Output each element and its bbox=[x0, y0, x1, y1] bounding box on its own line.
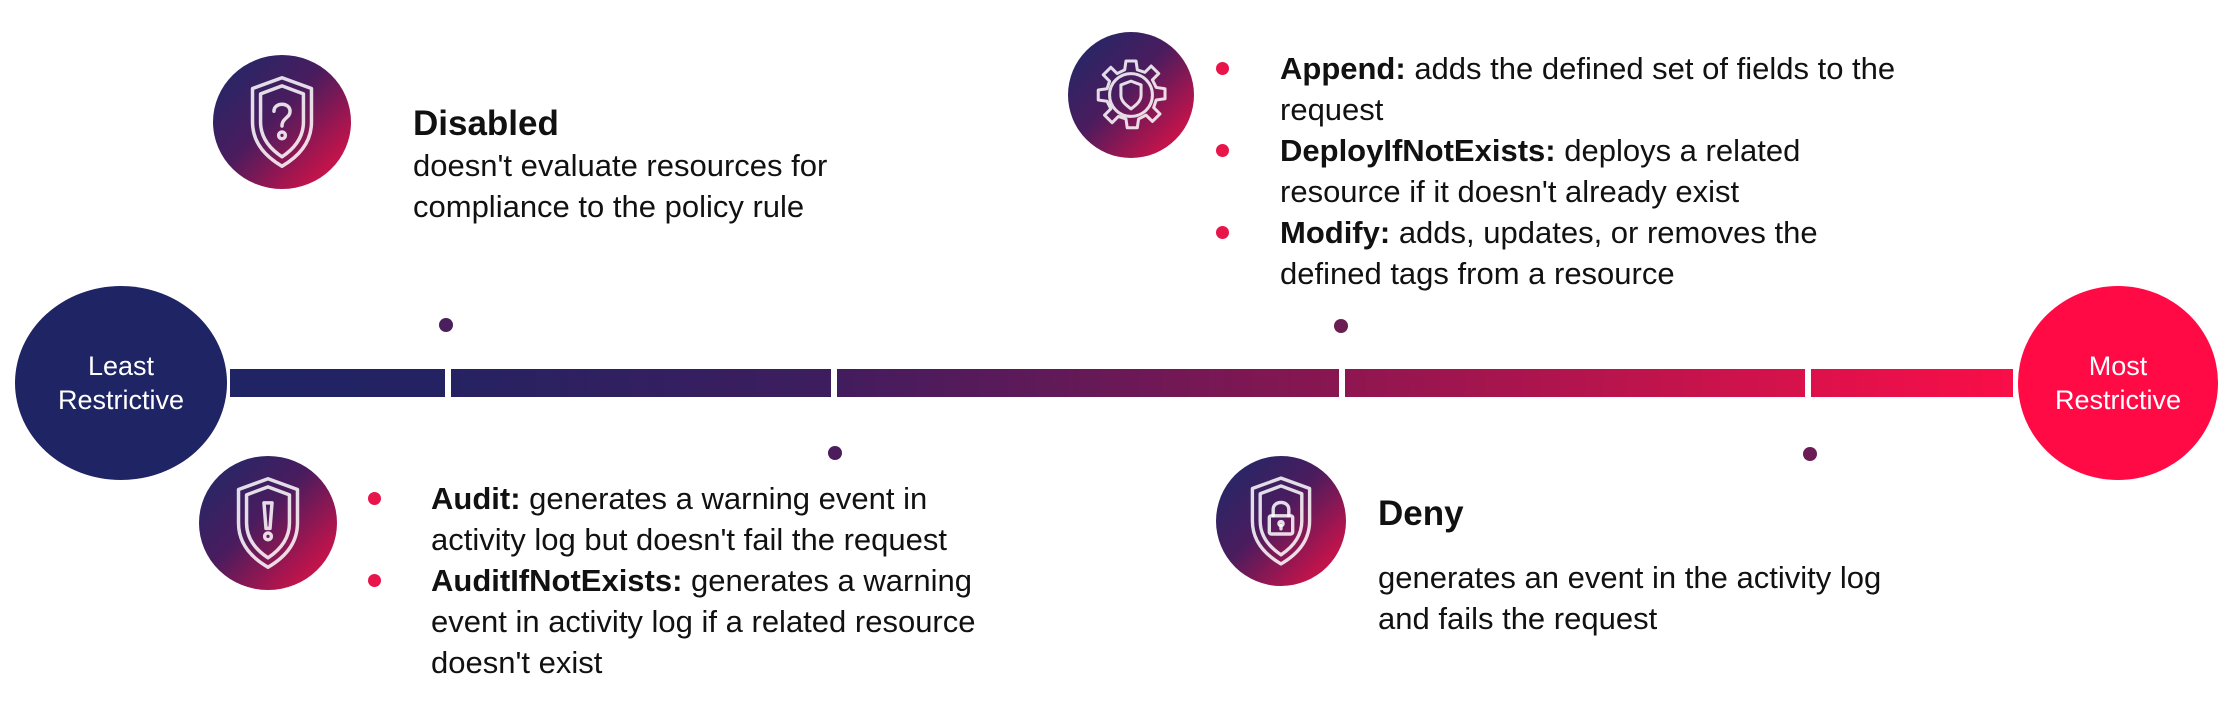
scale-bar-segment bbox=[1345, 369, 1805, 397]
shield-exclamation-icon bbox=[199, 456, 337, 590]
effect-name: Audit: bbox=[431, 481, 521, 516]
effect-name: AuditIfNotExists: bbox=[431, 563, 683, 598]
disabled-marker-dot bbox=[439, 318, 453, 332]
scale-bar-segment bbox=[837, 369, 1339, 397]
disabled-description: doesn't evaluate resources for complianc… bbox=[413, 148, 828, 224]
append-marker-dot bbox=[1334, 319, 1348, 333]
effect-name: Modify: bbox=[1280, 215, 1391, 250]
most-restrictive-label: Most Restrictive bbox=[2054, 351, 2182, 415]
bullet-dot bbox=[1216, 226, 1229, 239]
deny-title: Deny bbox=[1378, 494, 1464, 533]
effect-description: deploys a related resource if it doesn't… bbox=[1280, 133, 1801, 209]
scale-bar-segment bbox=[230, 369, 445, 397]
shield-lock-icon bbox=[1216, 456, 1346, 586]
bullet-dot bbox=[368, 574, 381, 587]
append-effects-list: Append: adds the defined set of fields t… bbox=[1216, 48, 1916, 294]
shield-question-icon bbox=[213, 55, 351, 189]
scale-bar-segment bbox=[451, 369, 831, 397]
list-item: Audit: generates a warning event in acti… bbox=[368, 478, 1008, 560]
bullet-dot bbox=[1216, 144, 1229, 157]
effect-description: adds, updates, or removes the defined ta… bbox=[1280, 215, 1818, 291]
bullet-dot bbox=[368, 492, 381, 505]
scale-bar-segment bbox=[1811, 369, 2013, 397]
list-item: DeployIfNotExists: deploys a related res… bbox=[1216, 130, 1916, 212]
gear-shield-icon bbox=[1068, 32, 1194, 158]
effect-description: generates a warning event in activity lo… bbox=[431, 563, 976, 680]
audit-marker-dot bbox=[828, 446, 842, 460]
effect-description: adds the defined set of fields to the re… bbox=[1280, 51, 1896, 127]
deny-description: generates an event in the activity log a… bbox=[1378, 560, 1882, 636]
effect-name: Append: bbox=[1280, 51, 1406, 86]
most-restrictive-node: Most Restrictive bbox=[2018, 286, 2218, 480]
disabled-title: Disabled bbox=[413, 104, 559, 143]
effect-name: DeployIfNotExists: bbox=[1280, 133, 1556, 168]
least-restrictive-node: Least Restrictive bbox=[15, 286, 227, 480]
audit-effects-list: Audit: generates a warning event in acti… bbox=[368, 478, 1008, 683]
bullet-dot bbox=[1216, 62, 1229, 75]
effect-description: generates a warning event in activity lo… bbox=[431, 481, 947, 557]
list-item: Append: adds the defined set of fields t… bbox=[1216, 48, 1916, 130]
list-item: AuditIfNotExists: generates a warning ev… bbox=[368, 560, 1008, 683]
least-restrictive-label: Least Restrictive bbox=[57, 351, 185, 415]
deny-marker-dot bbox=[1803, 447, 1817, 461]
list-item: Modify: adds, updates, or removes the de… bbox=[1216, 212, 1916, 294]
